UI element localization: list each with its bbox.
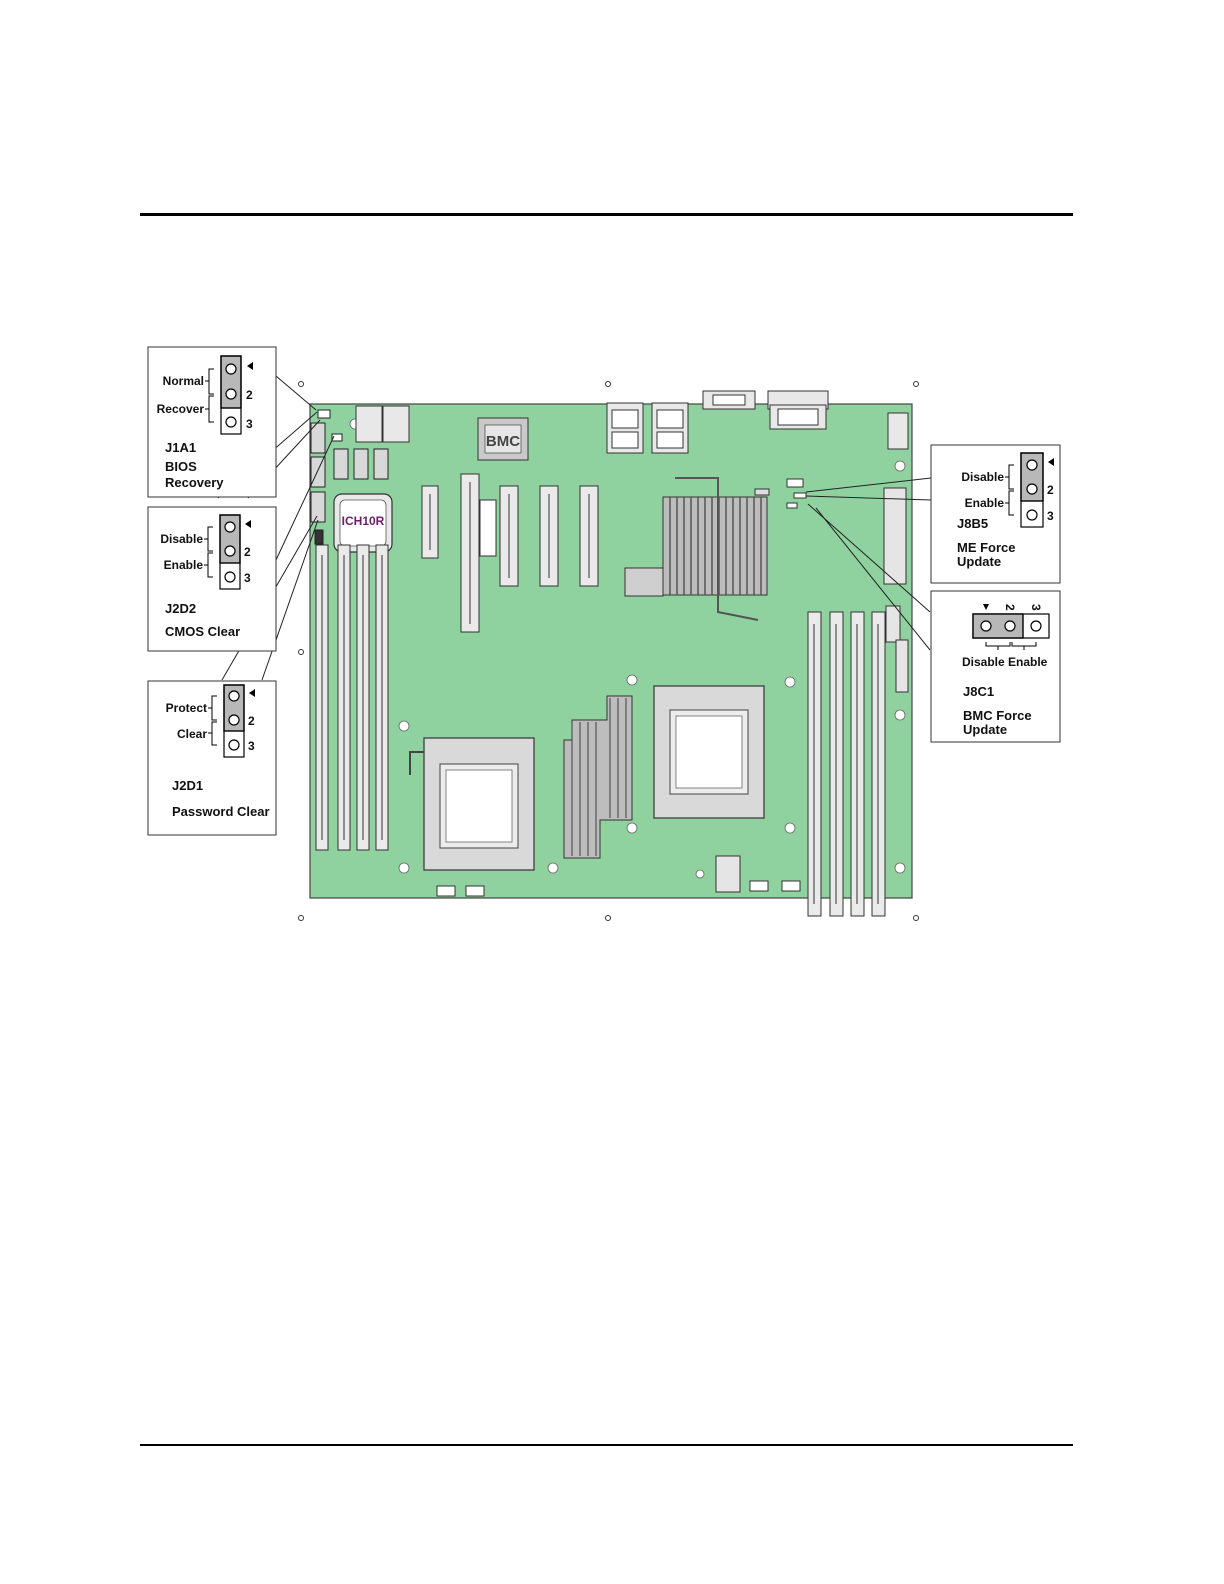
j2d2-id: J2D2 — [165, 601, 196, 616]
j2d2-label-enable: Enable — [164, 558, 204, 572]
j8c1-label-enable: Enable — [1008, 655, 1048, 669]
j8b5-label-enable: Enable — [965, 496, 1005, 510]
j8c1-name-line1: BMC Force — [963, 708, 1032, 723]
j8c1-id: J8C1 — [963, 684, 994, 699]
j2d1-label-protect: Protect — [166, 701, 207, 715]
j8c1-pin-3: 3 — [1029, 604, 1043, 611]
callout-j2d2: Disable Enable 2 3 J2D2 CMOS Clear — [148, 507, 276, 651]
j2d1-pin-2: 2 — [248, 714, 255, 728]
j8b5-pin-2: 2 — [1047, 483, 1054, 497]
callout-j2d1: Protect Clear 2 3 J2D1 Password Clear — [148, 681, 276, 835]
bmc-chip-label: BMC — [486, 433, 520, 450]
j8b5-label-disable: Disable — [961, 470, 1004, 484]
j2d2-label-disable: Disable — [160, 532, 203, 546]
callout-j8c1: 2 3 Disable Enable J8C1 BMC Force Update — [931, 591, 1060, 742]
callout-j8b5: Disable Enable 2 3 J8B5 ME Force Update — [931, 445, 1060, 583]
j1a1-name-line1: BIOS — [165, 459, 197, 474]
cpu-socket-2 — [654, 686, 764, 818]
j2d2-pin-2: 2 — [244, 545, 251, 559]
cpu-socket-1 — [410, 738, 534, 870]
ich10r-chip: ICH10R — [334, 494, 392, 552]
board-outline — [310, 404, 912, 898]
j2d2-pin-3: 3 — [244, 571, 251, 585]
j8b5-name-line2: Update — [957, 554, 1001, 569]
ich10r-chip-label: ICH10R — [342, 514, 385, 528]
callout-j1a1: Normal Recover 2 3 J1A1 BIOS Recovery — [148, 347, 276, 497]
j1a1-label-recover: Recover — [157, 402, 205, 416]
j8c1-label-disable: Disable — [962, 655, 1005, 669]
j8b5-pin-3: 3 — [1047, 509, 1054, 523]
j2d1-label-clear: Clear — [177, 727, 207, 741]
j1a1-name-line2: Recovery — [165, 475, 224, 490]
j1a1-id: J1A1 — [165, 440, 196, 455]
j8c1-pin-2: 2 — [1003, 604, 1017, 611]
j1a1-pin-3: 3 — [246, 417, 253, 431]
j8b5-name-line1: ME Force — [957, 540, 1016, 555]
bmc-chip: BMC — [478, 418, 528, 460]
motherboard: BMC ICH10R — [299, 382, 919, 921]
j8c1-name-line2: Update — [963, 722, 1007, 737]
j2d1-pin-3: 3 — [248, 739, 255, 753]
j2d2-name-line1: CMOS Clear — [165, 624, 240, 639]
j1a1-label-normal: Normal — [163, 374, 204, 388]
j2d1-id: J2D1 — [172, 778, 203, 793]
j2d1-name-line1: Password Clear — [172, 804, 270, 819]
j1a1-pin-2: 2 — [246, 388, 253, 402]
j8b5-id: J8B5 — [957, 516, 988, 531]
